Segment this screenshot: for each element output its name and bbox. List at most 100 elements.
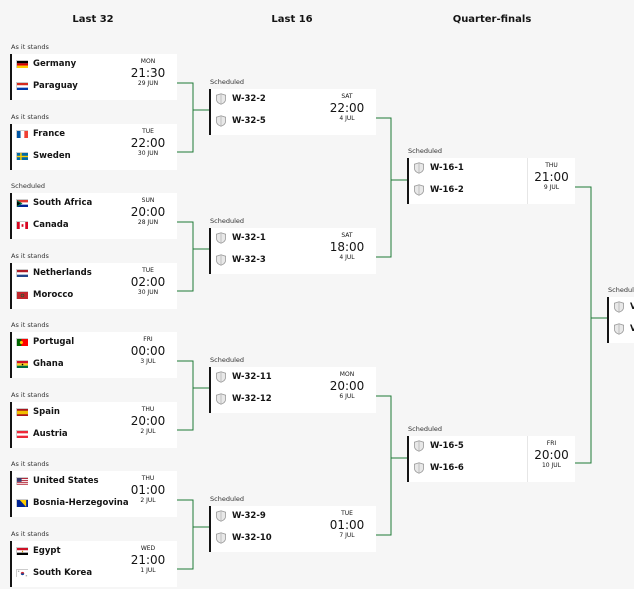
match-accent-bar [209,367,211,413]
match-day: THU [141,475,155,482]
match-day: MON [339,371,355,378]
match-time: 21:30 [130,66,166,80]
match-accent-bar [10,541,12,587]
connector-l32-2 [177,221,209,292]
shield-icon [614,301,624,313]
round-title-quarter-finals: Quarter-finals [452,14,532,25]
match-accent-bar [209,228,211,274]
match-time: 20:00 [534,448,569,462]
team-name: W-32-10 [232,533,272,543]
flag-py-icon [16,82,28,90]
match-time: 22:00 [329,101,365,115]
match-accent-bar [10,402,12,448]
team-name: Austria [33,429,68,439]
flag-eg-icon [16,547,28,555]
shield-icon [216,93,226,105]
team-name: Egypt [33,546,61,556]
match-status: As it stands [11,43,49,51]
team-name: W-32-2 [232,94,266,104]
match-date: 4 JUL [339,115,355,122]
match-date: 4 JUL [339,254,355,261]
team-name: South Korea [33,568,93,578]
shield-icon [216,510,226,522]
shield-icon [414,162,424,174]
match-day: FRI [143,336,153,343]
connector-l16-1 [376,117,407,258]
match-status: Scheduled [210,78,244,86]
match-status: As it stands [11,391,49,399]
flag-ca-icon [16,221,28,229]
flag-us-icon [16,477,28,485]
match-day: MON [140,58,156,65]
match-date: 30 JUN [137,150,159,157]
match-accent-bar [10,471,12,517]
flag-ma-icon [16,291,28,299]
flag-kr-icon [16,569,28,577]
team-name: South Africa [33,198,93,208]
flag-fr-icon [16,130,28,138]
shield-icon [216,115,226,127]
shield-icon [216,532,226,544]
match-status: As it stands [11,321,49,329]
connector-l32-1 [177,82,209,153]
team-name: Morocco [33,290,74,300]
team-name: Portugal [33,337,75,347]
match-status: Scheduled [408,425,442,433]
match-date: 28 JUN [137,219,159,226]
flag-es-icon [16,408,28,416]
team-name: W-32-12 [232,394,272,404]
shield-icon [414,184,424,196]
match-status: Schedule [608,286,634,294]
team-name: W-16-1 [430,163,464,173]
team-name: France [33,129,66,139]
match-accent-bar [10,263,12,309]
match-time: 00:00 [130,344,166,358]
match-time: 02:00 [130,275,166,289]
match-status: As it stands [11,460,49,468]
shield-icon [216,371,226,383]
match-time: 20:00 [130,414,166,428]
match-date: 2 JUL [140,428,156,435]
match-accent-bar [407,436,409,482]
flag-de-icon [16,60,28,68]
match-date: 2 JUL [140,497,156,504]
flag-ba-icon [16,499,28,507]
connector-qf [575,186,607,464]
shield-icon [414,440,424,452]
team-name: W-32-5 [232,116,266,126]
match-accent-bar [607,297,609,343]
shield-icon [614,323,624,335]
team-name: V [630,302,634,312]
match-time: 20:00 [130,205,166,219]
connector-l16-2 [376,395,407,536]
team-name: W-16-2 [430,185,464,195]
team-name: Germany [33,59,77,69]
flag-pt-icon [16,338,28,346]
match-day: TUE [142,128,154,135]
match-date: 29 JUN [137,80,159,87]
match-time: 20:00 [329,379,365,393]
match-status: Scheduled [210,495,244,503]
team-name: Ghana [33,359,64,369]
